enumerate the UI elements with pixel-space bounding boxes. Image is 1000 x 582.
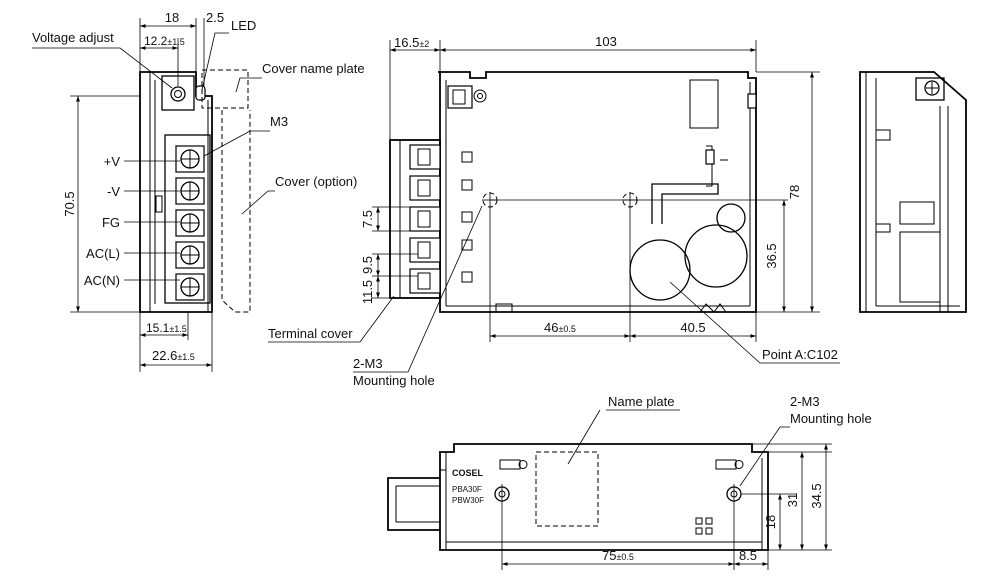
capacitor-small	[716, 203, 746, 233]
led-indicator	[195, 85, 206, 101]
dim-bottom-75: 75±0.5	[602, 548, 634, 563]
m3-label: M3	[270, 114, 288, 129]
terminal-screw-2	[175, 177, 205, 205]
name-plate-label: Name plate	[608, 394, 674, 409]
side-terminals	[409, 144, 441, 294]
dim-side-height: 78	[787, 185, 802, 199]
terminal-screw-1	[175, 145, 205, 173]
dim-side-9-5: 9.5	[360, 256, 375, 274]
dim-side-16-5: 16.5±2	[394, 35, 429, 50]
mounting-2m3-top-label: 2-M3	[353, 356, 383, 371]
right-view	[859, 71, 967, 313]
voltage-adjust-pot	[170, 86, 186, 102]
dim-front-height: 70.5	[62, 191, 77, 216]
bottom-view: COSEL PBA30F PBW30F Name plate 2-M3 Moun…	[387, 394, 872, 570]
dim-side-7-5: 7.5	[360, 210, 375, 228]
dim-side-36-5: 36.5	[764, 243, 779, 268]
voltage-adjust-label: Voltage adjust	[32, 30, 114, 45]
terminal-label-pos: +V	[104, 154, 121, 169]
model-pba30f: PBA30F	[452, 485, 482, 494]
capacitor-large	[629, 239, 691, 301]
front-view: +V -V FG AC(L) AC(N) Voltage adjust LED …	[32, 10, 365, 372]
dim-adjust-offset: 12.2±1.5	[144, 34, 185, 48]
terminal-label-acl: AC(L)	[86, 246, 120, 261]
mounting-hole-top-label: Mounting hole	[353, 373, 435, 388]
dim-front-22-6: 22.6±1.5	[152, 348, 195, 363]
model-pbw30f: PBW30F	[452, 496, 484, 505]
dim-side-46: 46±0.5	[544, 320, 576, 335]
terminal-screw-4	[175, 241, 205, 269]
dim-led-offset: 2.5	[206, 10, 224, 25]
dim-side-length: 103	[595, 34, 617, 49]
mounting-2m3-bottom-label: 2-M3	[790, 394, 820, 409]
dim-side-40-5: 40.5	[680, 320, 705, 335]
terminal-label-acn: AC(N)	[84, 273, 120, 288]
terminal-label-fg: FG	[102, 215, 120, 230]
terminal-screw-5	[175, 273, 205, 301]
screw-icon	[924, 80, 940, 96]
cover-name-plate-label: Cover name plate	[262, 61, 365, 76]
cover-option-label: Cover (option)	[275, 174, 357, 189]
brand-logo: COSEL	[452, 468, 484, 478]
terminal-cover-label: Terminal cover	[268, 326, 353, 341]
capacitor-medium	[684, 224, 748, 288]
dim-front-width: 18	[165, 10, 179, 25]
point-a-label: Point A:C102	[762, 347, 838, 362]
led-label: LED	[231, 18, 256, 33]
terminal-block	[175, 145, 205, 301]
dim-bottom-34-5: 34.5	[809, 483, 824, 508]
mounting-hole-bottom-label: Mounting hole	[790, 411, 872, 426]
dim-side-11-5: 11.5	[360, 280, 375, 304]
side-view: 16.5±2 103 78 36.5 46±0.5 40.5 7.5 9.5 1…	[268, 34, 840, 388]
dim-front-15-1: 15.1±1.5	[146, 321, 187, 335]
terminal-label-neg: -V	[107, 184, 120, 199]
terminal-screw-3	[175, 209, 205, 237]
relay-component	[689, 79, 719, 129]
dim-bottom-31: 31	[785, 493, 800, 507]
dim-bottom-8-5: 8.5	[739, 548, 757, 563]
dim-bottom-18: 18	[763, 515, 778, 529]
